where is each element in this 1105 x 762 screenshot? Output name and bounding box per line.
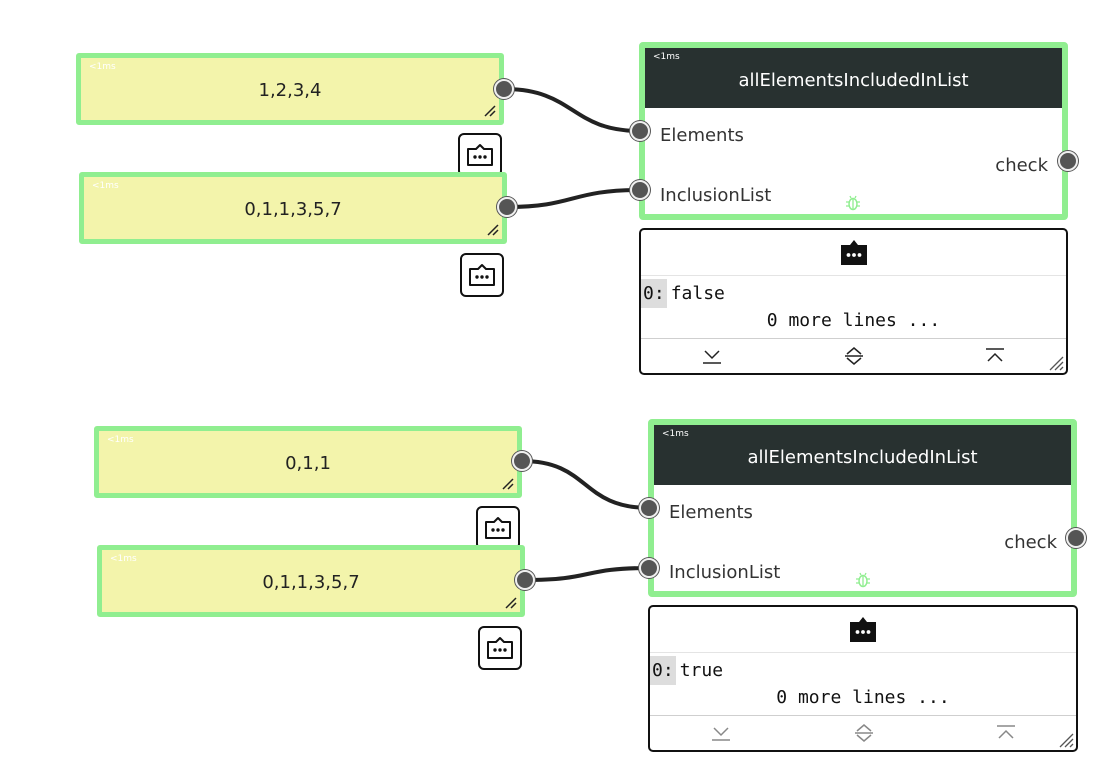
resize-handle-icon[interactable] xyxy=(1048,355,1064,371)
comment-button[interactable] xyxy=(458,133,502,177)
collapse-up-icon[interactable] xyxy=(995,723,1017,743)
input-value[interactable]: 0,1,1,3,5,7 xyxy=(262,572,360,593)
chat-bubble-icon xyxy=(485,517,511,539)
output-panel-controls xyxy=(641,338,1066,373)
input-node-g2-elements[interactable]: <1ms 0,1,1 xyxy=(94,426,522,498)
input-label-inclusion-list: InclusionList xyxy=(669,562,781,583)
line-value: true xyxy=(679,659,724,681)
output-label-check: check xyxy=(995,155,1048,176)
function-header[interactable]: <1ms allElementsIncludedInList xyxy=(645,48,1062,108)
output-port-g1-check[interactable] xyxy=(1058,151,1078,171)
timing-label: <1ms xyxy=(107,435,134,445)
comment-button[interactable] xyxy=(460,253,504,297)
input-node-g2-inclusion[interactable]: <1ms 0,1,1,3,5,7 xyxy=(97,545,525,617)
output-port-g2-check[interactable] xyxy=(1066,528,1086,548)
timing-label: <1ms xyxy=(92,181,119,191)
resize-handle-icon[interactable] xyxy=(504,596,517,609)
output-label-check: check xyxy=(1004,532,1057,553)
input-value[interactable]: 1,2,3,4 xyxy=(258,80,322,101)
output-panel-g1[interactable]: 0: false 0 more lines ... xyxy=(639,228,1068,375)
timing-label: <1ms xyxy=(653,52,680,62)
input-node-g1-inclusion[interactable]: <1ms 0,1,1,3,5,7 xyxy=(79,172,507,244)
resize-handle-icon[interactable] xyxy=(483,104,496,117)
line-index: 0: xyxy=(650,655,676,685)
input-label-elements: Elements xyxy=(660,125,744,146)
resize-handle-icon[interactable] xyxy=(486,223,499,236)
output-panel-g2[interactable]: 0: true 0 more lines ... xyxy=(648,605,1078,752)
wire-g2-inclusion xyxy=(523,566,652,582)
chat-bubble-icon[interactable] xyxy=(848,616,878,644)
wire-g1-inclusion xyxy=(505,188,642,209)
timing-label: <1ms xyxy=(89,62,116,72)
debug-bug-icon[interactable] xyxy=(855,571,871,589)
input-label-inclusion-list: InclusionList xyxy=(660,185,772,206)
output-port-g2-elements[interactable] xyxy=(512,451,532,471)
resize-handle-icon[interactable] xyxy=(501,477,514,490)
input-port-g2-inclusion[interactable] xyxy=(639,558,659,578)
wire-g2-elements xyxy=(520,459,652,510)
function-node-g1[interactable]: <1ms allElementsIncludedInList Elements … xyxy=(639,42,1068,220)
chat-bubble-icon xyxy=(467,144,493,166)
comment-button[interactable] xyxy=(476,506,520,550)
output-port-g2-inclusion[interactable] xyxy=(515,570,535,590)
output-panel-toolbar xyxy=(641,230,1066,276)
expand-both-icon[interactable] xyxy=(843,346,865,366)
line-value: false xyxy=(670,282,725,304)
expand-both-icon[interactable] xyxy=(853,723,875,743)
more-lines-text[interactable]: 0 more lines ... xyxy=(776,687,950,708)
output-port-g1-inclusion[interactable] xyxy=(497,197,517,217)
input-value[interactable]: 0,1,1 xyxy=(285,453,331,474)
chat-bubble-icon xyxy=(487,637,513,659)
expand-down-icon[interactable] xyxy=(710,723,732,743)
collapse-up-icon[interactable] xyxy=(984,346,1006,366)
output-port-g1-elements[interactable] xyxy=(494,79,514,99)
input-port-g2-elements[interactable] xyxy=(639,498,659,518)
line-index: 0: xyxy=(641,278,667,308)
output-panel-controls xyxy=(650,715,1076,750)
function-node-g2[interactable]: <1ms allElementsIncludedInList Elements … xyxy=(648,419,1077,597)
input-port-g1-elements[interactable] xyxy=(630,121,650,141)
input-node-g1-elements[interactable]: <1ms 1,2,3,4 xyxy=(76,53,504,125)
expand-down-icon[interactable] xyxy=(701,346,723,366)
resize-handle-icon[interactable] xyxy=(1058,732,1074,748)
chat-bubble-icon xyxy=(469,264,495,286)
output-line: 0: false xyxy=(641,277,725,309)
timing-label: <1ms xyxy=(662,429,689,439)
debug-bug-icon[interactable] xyxy=(845,194,861,212)
input-value[interactable]: 0,1,1,3,5,7 xyxy=(244,199,342,220)
input-label-elements: Elements xyxy=(669,502,753,523)
input-port-g1-inclusion[interactable] xyxy=(630,180,650,200)
output-panel-toolbar xyxy=(650,607,1076,653)
more-lines-text[interactable]: 0 more lines ... xyxy=(766,310,941,331)
output-line: 0: true xyxy=(650,654,723,686)
function-header[interactable]: <1ms allElementsIncludedInList xyxy=(654,425,1071,485)
comment-button[interactable] xyxy=(478,626,522,670)
wire-g1-elements xyxy=(502,87,642,133)
chat-bubble-icon[interactable] xyxy=(839,239,869,267)
function-title: allElementsIncludedInList xyxy=(747,446,978,468)
timing-label: <1ms xyxy=(110,554,137,564)
function-title: allElementsIncludedInList xyxy=(738,69,969,91)
